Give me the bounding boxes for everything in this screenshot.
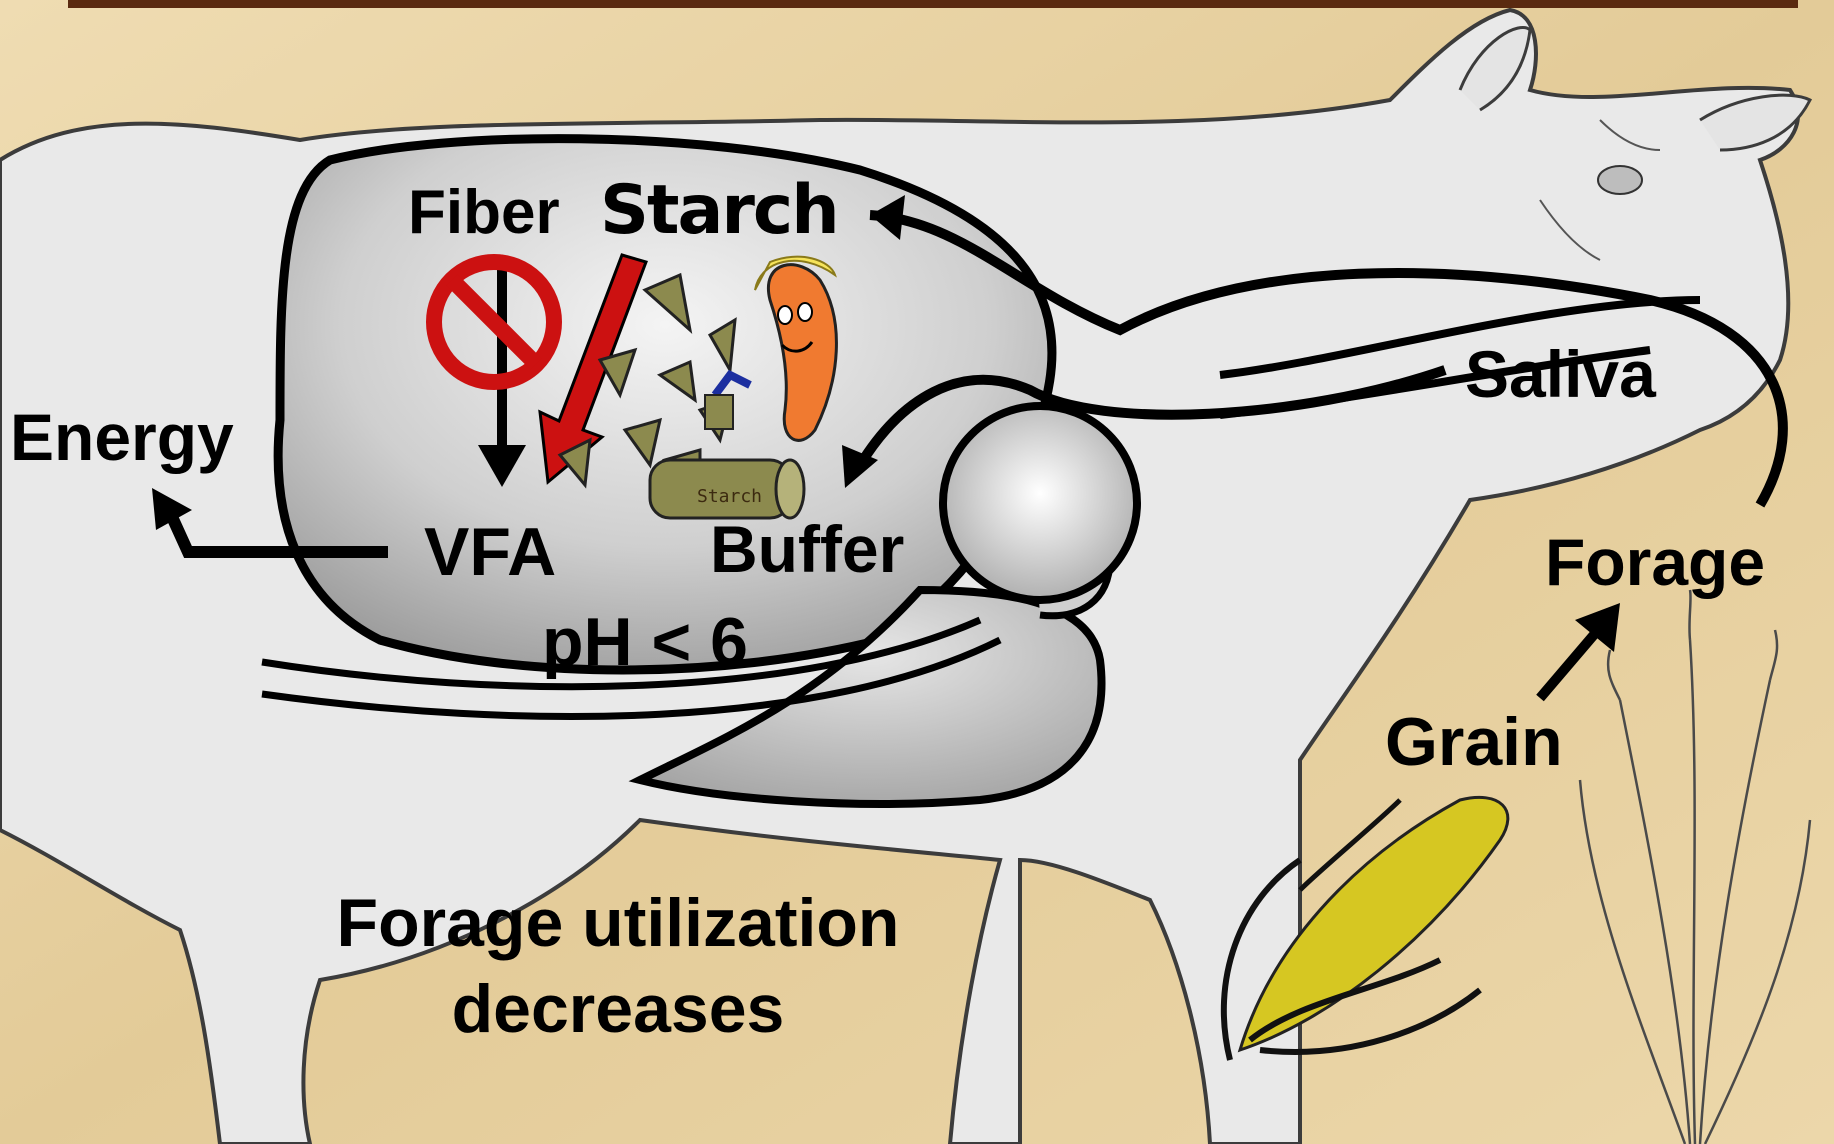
label-energy: Energy <box>10 400 234 474</box>
starch-log: Starch <box>650 460 804 518</box>
top-bar <box>68 0 1798 8</box>
caption-line-2: decreases <box>452 971 785 1047</box>
caption-line-1: Forage utilization <box>337 885 900 961</box>
label-ph: pH < 6 <box>542 604 748 680</box>
cow-eye <box>1598 166 1642 194</box>
log-label: Starch <box>697 486 762 507</box>
label-starch: Starch <box>600 171 838 250</box>
label-vfa: VFA <box>424 514 556 590</box>
label-forage: Forage <box>1545 525 1765 599</box>
label-grain: Grain <box>1385 704 1563 780</box>
label-fiber: Fiber <box>408 178 560 247</box>
omasum-ball <box>943 406 1137 600</box>
label-buffer: Buffer <box>710 512 904 586</box>
label-saliva: Saliva <box>1465 337 1657 411</box>
